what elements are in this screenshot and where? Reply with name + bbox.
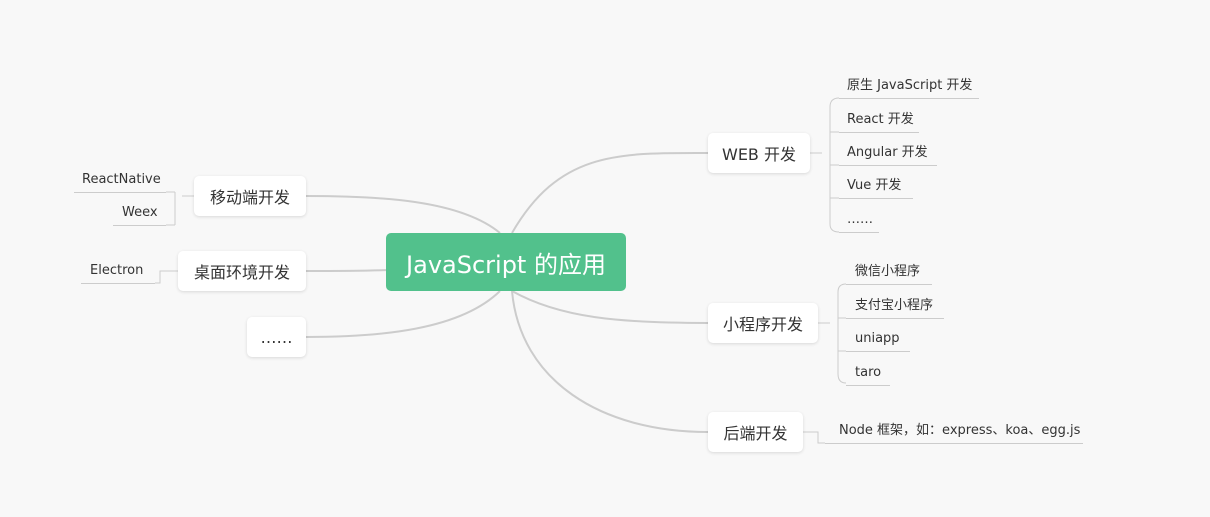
topic-miniprogram-dev[interactable]: 小程序开发: [708, 303, 818, 343]
topic-desktop-dev[interactable]: 桌面环境开发: [178, 251, 306, 291]
topic-web-dev[interactable]: WEB 开发: [708, 133, 810, 173]
branch-root-mini: [511, 290, 709, 324]
leaf-electron[interactable]: Electron: [81, 260, 155, 284]
branch-root-desktop: [305, 269, 391, 272]
topic-mobile-dev[interactable]: 移动端开发: [194, 176, 306, 216]
branch-root-more: [305, 290, 501, 338]
leaf-node-frameworks[interactable]: Node 框架，如：express、koa、egg.js: [825, 420, 1083, 444]
mini-children-connectors: [818, 283, 847, 384]
web-children-connectors: [810, 97, 840, 233]
leaf-weex[interactable]: Weex: [113, 202, 166, 226]
topic-backend-dev[interactable]: 后端开发: [708, 412, 803, 452]
mobile-children-connectors: [166, 191, 194, 226]
leaf-reactnative[interactable]: ReactNative: [74, 169, 166, 193]
branch-root-mobile: [305, 195, 501, 234]
leaf-react[interactable]: React 开发: [839, 109, 919, 133]
branch-root-backend: [511, 290, 709, 433]
topic-more-left[interactable]: ……: [247, 317, 306, 357]
leaf-native-js[interactable]: 原生 JavaScript 开发: [839, 75, 979, 99]
desktop-children-connectors: [155, 270, 178, 284]
root-topic[interactable]: JavaScript 的应用: [386, 233, 626, 291]
leaf-web-more[interactable]: ……: [839, 209, 879, 233]
leaf-uniapp[interactable]: uniapp: [846, 328, 910, 352]
leaf-wechat-mini[interactable]: 微信小程序: [846, 261, 932, 285]
backend-children-connectors: [803, 431, 825, 444]
leaf-vue[interactable]: Vue 开发: [839, 175, 913, 199]
branch-root-web: [511, 151, 709, 234]
leaf-angular[interactable]: Angular 开发: [839, 142, 937, 166]
leaf-taro[interactable]: taro: [846, 362, 890, 386]
leaf-alipay-mini[interactable]: 支付宝小程序: [846, 295, 944, 319]
